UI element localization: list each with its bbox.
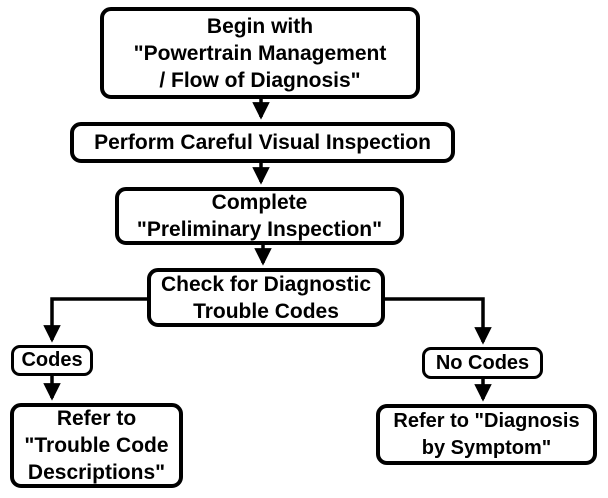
node-text-line: Complete [211,191,308,214]
node-preliminary-inspection: Complete "Preliminary Inspection" [115,187,404,245]
node-text-line: "Powertrain Management [133,41,387,65]
node-text-line: Perform Careful Visual Inspection [94,131,431,154]
node-text-line: Trouble Codes [193,299,339,323]
node-text-line: No Codes [435,351,530,374]
node-text-line: Refer to [56,407,137,430]
arrow-check-to-nocodes [384,297,492,345]
node-text-line: Begin with [206,14,314,38]
node-text-line: Check for Diagnostic [160,272,372,296]
node-refer-diagnosis-by-symptom: Refer to "Diagnosis by Symptom" [376,404,597,465]
node-codes-branch: Codes [11,345,93,376]
node-text-line: Refer to "Diagnosis [393,409,580,432]
node-text-line: Descriptions" [27,461,166,484]
node-text-line: "Preliminary Inspection" [136,218,383,241]
node-visual-inspection: Perform Careful Visual Inspection [70,122,455,163]
node-text-line: "Trouble Code [24,434,169,457]
node-text-line: Codes [21,349,83,371]
node-refer-trouble-code-descriptions: Refer to "Trouble Code Descriptions" [10,403,183,488]
node-text-line: by Symptom" [421,436,552,459]
node-no-codes-branch: No Codes [422,347,543,379]
node-text-line: / Flow of Diagnosis" [159,68,361,92]
node-check-trouble-codes: Check for Diagnostic Trouble Codes [147,268,385,327]
node-begin-with: Begin with "Powertrain Management / Flow… [100,7,420,99]
arrow-check-to-codes [43,297,148,343]
